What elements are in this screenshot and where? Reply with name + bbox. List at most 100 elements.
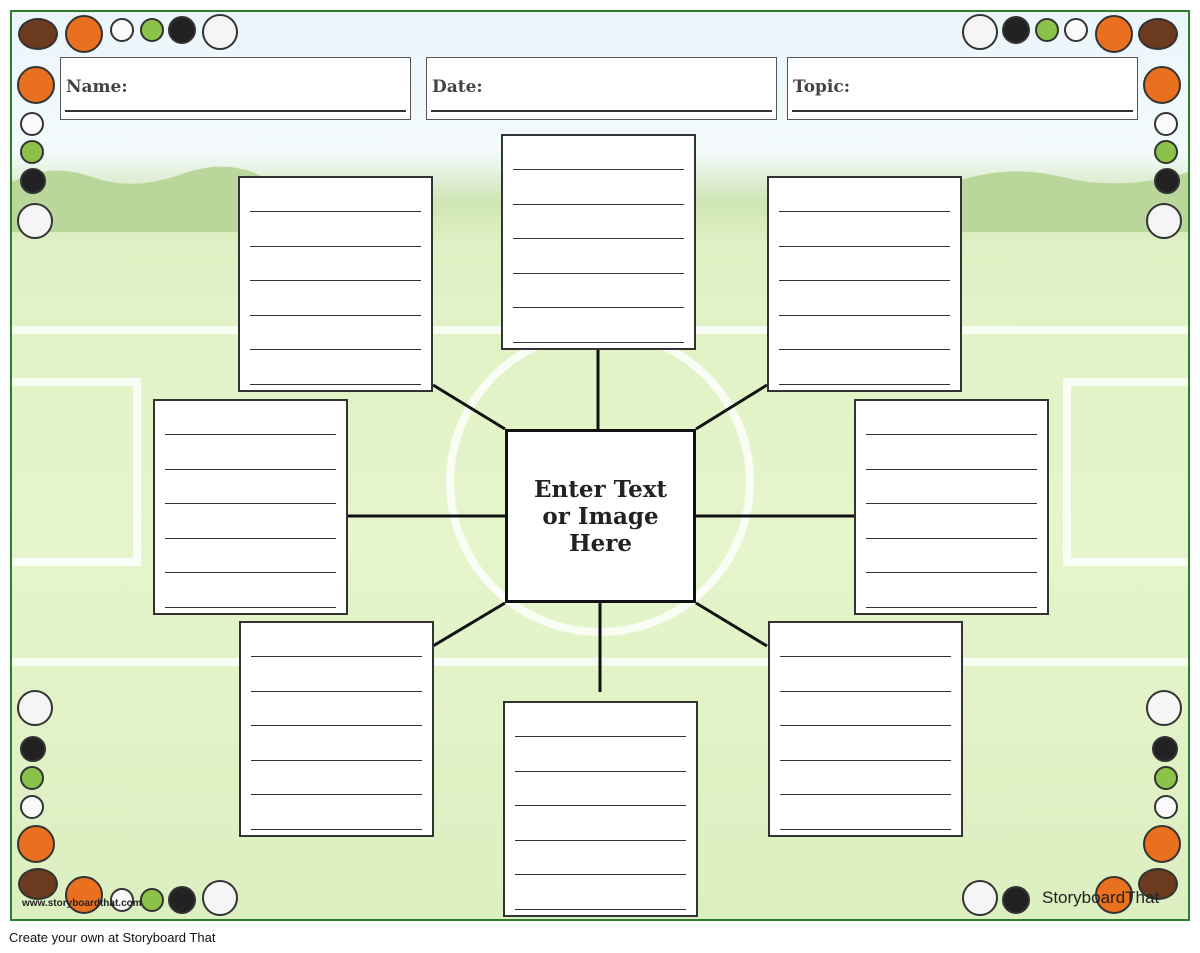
- puck-icon: [20, 736, 46, 762]
- puck-icon: [1002, 886, 1030, 914]
- baseball-icon: [20, 112, 44, 136]
- writing-line: [779, 349, 950, 350]
- football-icon: [1138, 868, 1178, 900]
- writing-line: [515, 908, 686, 910]
- basketball-icon: [1095, 876, 1133, 914]
- baseball-icon: [1064, 18, 1088, 42]
- tennis-icon: [140, 18, 164, 42]
- writing-line: [513, 203, 684, 205]
- football-icon: [18, 18, 58, 50]
- watermark: www.storyboardthat.com: [22, 898, 142, 909]
- baseball-icon: [20, 795, 44, 819]
- lined-box-top[interactable]: [501, 134, 696, 350]
- basketball-icon: [1143, 66, 1181, 104]
- writing-line: [250, 245, 421, 247]
- writing-line: [251, 690, 422, 692]
- topic-label: Topic:: [793, 77, 851, 97]
- writing-line: [866, 434, 1037, 435]
- writing-line: [515, 874, 686, 875]
- lined-box-top-right[interactable]: [767, 176, 962, 392]
- writing-line: [780, 828, 951, 830]
- center-text: Enter Text or Image Here: [533, 475, 668, 557]
- basketball-icon: [17, 825, 55, 863]
- storyboardthat-logo: StoryboardThat: [1042, 888, 1160, 907]
- baseball-icon: [110, 888, 134, 912]
- volleyball-icon: [17, 690, 53, 726]
- footer-link[interactable]: Create your own at Storyboard That: [9, 930, 216, 945]
- tennis-icon: [20, 766, 44, 790]
- puck-icon: [20, 168, 46, 194]
- writing-line: [780, 656, 951, 657]
- date-label: Date:: [432, 77, 483, 97]
- writing-line: [779, 280, 950, 281]
- tennis-icon: [1154, 140, 1178, 164]
- writing-line: [165, 503, 336, 504]
- volleyball-icon: [17, 203, 53, 239]
- basketball-icon: [1143, 825, 1181, 863]
- volleyball-icon: [1146, 203, 1182, 239]
- writing-line: [513, 238, 684, 239]
- writing-line: [165, 537, 336, 539]
- football-icon: [1138, 18, 1178, 50]
- writing-line: [779, 245, 950, 247]
- name-field[interactable]: Name:: [60, 57, 411, 120]
- writing-line: [779, 314, 950, 316]
- topic-field[interactable]: Topic:: [787, 57, 1138, 120]
- name-label: Name:: [66, 77, 128, 97]
- tennis-icon: [1035, 18, 1059, 42]
- tennis-icon: [140, 888, 164, 912]
- writing-line: [165, 468, 336, 470]
- baseball-icon: [1154, 112, 1178, 136]
- volleyball-icon: [202, 14, 238, 50]
- writing-line: [780, 759, 951, 761]
- writing-line: [866, 537, 1037, 539]
- lined-box-bottom[interactable]: [503, 701, 698, 917]
- lined-box-bottom-left[interactable]: [239, 621, 434, 837]
- writing-line: [250, 211, 421, 212]
- writing-line: [250, 349, 421, 350]
- writing-line: [513, 272, 684, 274]
- tennis-icon: [20, 140, 44, 164]
- writing-line: [165, 434, 336, 435]
- basketball-icon: [65, 15, 103, 53]
- puck-icon: [1002, 16, 1030, 44]
- basketball-icon: [1095, 15, 1133, 53]
- lined-box-right[interactable]: [854, 399, 1049, 615]
- puck-icon: [168, 16, 196, 44]
- writing-line: [251, 794, 422, 795]
- writing-line: [866, 606, 1037, 608]
- writing-line: [780, 690, 951, 692]
- writing-line: [513, 169, 684, 170]
- writing-line: [779, 383, 950, 385]
- writing-line: [866, 503, 1037, 504]
- football-icon: [18, 868, 58, 900]
- center-topic-box[interactable]: Enter Text or Image Here: [505, 429, 696, 603]
- writing-line: [515, 736, 686, 737]
- writing-line: [250, 383, 421, 385]
- writing-line: [251, 759, 422, 761]
- writing-line: [515, 805, 686, 806]
- writing-line: [866, 572, 1037, 573]
- writing-line: [251, 725, 422, 726]
- basketball-icon: [17, 66, 55, 104]
- writing-line: [513, 341, 684, 343]
- date-field[interactable]: Date:: [426, 57, 777, 120]
- writing-line: [780, 725, 951, 726]
- lined-box-bottom-right[interactable]: [768, 621, 963, 837]
- writing-line: [250, 280, 421, 281]
- lined-box-top-left[interactable]: [238, 176, 433, 392]
- volleyball-icon: [962, 14, 998, 50]
- writing-line: [515, 839, 686, 841]
- baseball-icon: [110, 18, 134, 42]
- writing-line: [515, 770, 686, 772]
- writing-line: [165, 572, 336, 573]
- baseball-icon: [1154, 795, 1178, 819]
- volleyball-icon: [202, 880, 238, 916]
- writing-line: [779, 211, 950, 212]
- writing-line: [165, 606, 336, 608]
- volleyball-icon: [1146, 690, 1182, 726]
- puck-icon: [168, 886, 196, 914]
- lined-box-left[interactable]: [153, 399, 348, 615]
- writing-line: [866, 468, 1037, 470]
